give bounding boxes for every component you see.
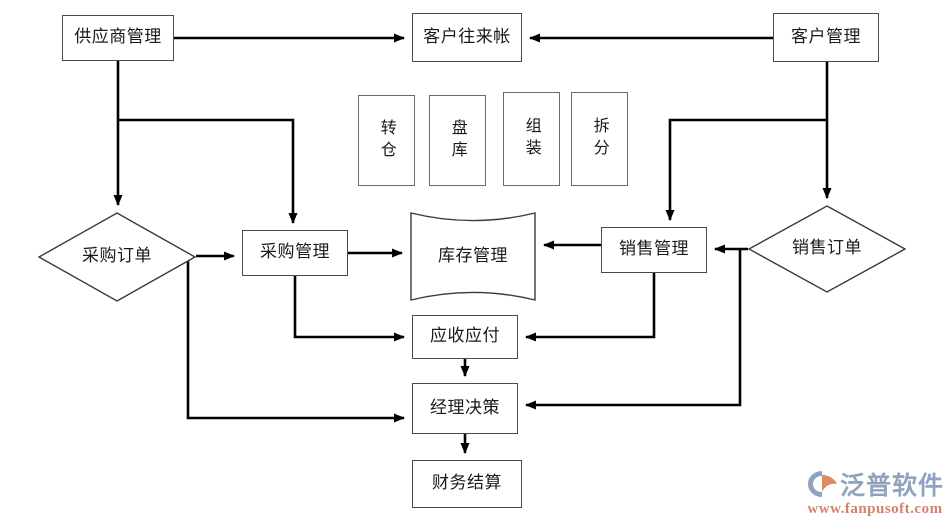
edge-sales-mgmt-to-ar-ap [525,273,656,342]
watermark: 泛普软件 www.fanpusoft.com [806,466,944,518]
node-customer-mgmt[interactable]: 客户管理 [773,13,879,62]
node-label: 供应商管理 [74,27,162,48]
diamond-shape [748,205,906,293]
watermark-brand-row: 泛普软件 [806,466,944,502]
node-label: 组装 [522,117,542,161]
node-sales-mgmt[interactable]: 销售管理 [601,227,707,273]
node-sales-order[interactable]: 销售订单 [748,205,906,293]
node-purchase-order[interactable]: 采购订单 [38,212,196,302]
watermark-url-text: www.fanpusoft.com [807,501,943,517]
node-label: 经理决策 [430,397,500,418]
node-fin-settlement[interactable]: 财务结算 [412,460,522,508]
node-purchase-mgmt[interactable]: 采购管理 [242,230,348,276]
fanpu-logo-icon [808,471,837,497]
node-label: 盘库 [448,118,468,163]
node-label: 客户往来帐 [423,26,511,47]
node-stocktake[interactable]: 盘库 [429,95,486,186]
node-label: 销售订单 [792,238,862,259]
node-disassembly[interactable]: 拆分 [571,92,628,186]
node-label: 库存管理 [438,245,508,266]
node-label: 客户管理 [791,26,861,47]
edge-purchase-mgmt-to-ar-ap [293,276,405,342]
node-label: 转仓 [377,118,397,163]
node-label: 应收应付 [430,326,500,347]
node-label: 拆分 [590,117,610,161]
edge-supplier-to-purchase-mgmt [118,118,298,224]
node-label: 采购订单 [82,246,152,267]
node-assembly[interactable]: 组装 [503,92,560,186]
edge-purchase-order-to-manager-decide [186,256,405,423]
node-supplier-mgmt[interactable]: 供应商管理 [62,15,174,61]
diamond-shape [38,212,196,302]
node-manager-decide[interactable]: 经理决策 [412,383,518,434]
node-ar-ap[interactable]: 应收应付 [412,315,518,359]
watermark-brand-text: 泛普软件 [840,471,945,500]
node-label: 销售管理 [619,239,689,260]
node-label: 财务结算 [432,473,502,494]
node-transfer-warehouse[interactable]: 转仓 [358,95,415,186]
node-inventory-mgmt[interactable]: 库存管理 [410,212,536,301]
node-customer-ledger[interactable]: 客户往来帐 [412,13,522,62]
node-label: 采购管理 [260,242,330,263]
